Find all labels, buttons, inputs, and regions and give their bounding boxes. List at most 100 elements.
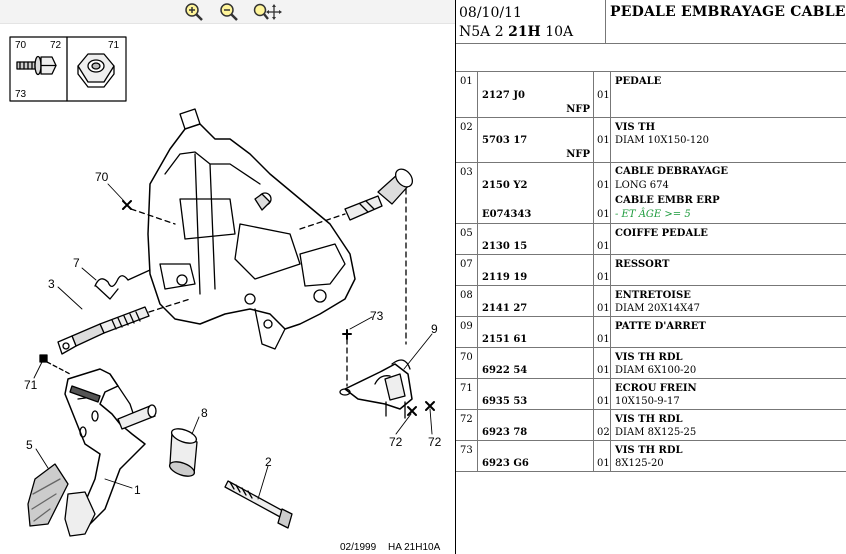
cable-rod-3 <box>57 298 191 355</box>
zoom-out-icon[interactable] <box>218 2 240 22</box>
row-reference[interactable]: 2119 19 <box>482 272 528 283</box>
table-row[interactable]: 09 2151 61 01 PATTE D'ARRET <box>456 317 846 348</box>
header-date: 08/10/11 <box>459 5 522 21</box>
leader-lines <box>33 183 433 500</box>
callout-9: 9 <box>431 322 438 336</box>
row-quantity: 01 <box>597 396 610 407</box>
parts-header: 08/10/11 N5A 2 21H 10A PEDALE EMBRAYAGE … <box>456 0 846 44</box>
table-row[interactable]: 08 2141 27 01 ENTRETOISE DIAM 20X14X47 <box>456 286 846 317</box>
exploded-diagram: 70 7 3 71 5 8 2 1 73 9 72 72 70 72 73 71… <box>9 36 442 553</box>
inset-label-70: 70 <box>15 40 27 51</box>
footer-code: HA 21H10A <box>388 542 441 553</box>
row-name: COIFFE PEDALE <box>615 228 708 239</box>
row-reference[interactable]: 6923 78 <box>482 427 528 438</box>
parts-panel: 08/10/11 N5A 2 21H 10A PEDALE EMBRAYAGE … <box>456 0 846 554</box>
row-position: 70 <box>456 348 478 378</box>
row-reference[interactable]: 6935 53 <box>482 396 528 407</box>
row-quantity: 01 <box>597 241 610 252</box>
callout-1: 1 <box>134 483 141 497</box>
callout-2: 2 <box>265 455 272 469</box>
row-position: 73 <box>456 441 478 471</box>
header-spacer <box>456 44 846 72</box>
row-spec: LONG 674 <box>615 180 669 191</box>
row-spec: DIAM 10X150-120 <box>615 135 710 146</box>
row-name: ECROU FREIN <box>615 383 697 394</box>
table-row[interactable]: 73 6923 G6 01 VIS TH RDL 8X125-20 <box>456 441 846 472</box>
row-quantity: 01 <box>597 135 610 146</box>
row-reference[interactable]: 2151 61 <box>482 334 528 345</box>
row-spec: DIAM 20X14X47 <box>615 303 701 314</box>
row-reference-alt[interactable]: E074343 <box>482 209 532 220</box>
callout-3: 3 <box>48 277 55 291</box>
row-position: 08 <box>456 286 478 316</box>
pedal-lever-1 <box>27 368 157 537</box>
row-quantity: 01 <box>597 90 610 101</box>
row-position: 07 <box>456 255 478 285</box>
screw-markers <box>39 200 435 416</box>
row-quantity: 01 <box>597 365 610 376</box>
zoom-in-icon[interactable] <box>183 2 205 22</box>
row-position: 05 <box>456 224 478 254</box>
callout-71: 71 <box>24 378 38 392</box>
row-reference[interactable]: 2127 J0 <box>482 90 526 101</box>
callout-5: 5 <box>26 438 33 452</box>
row-spec: 8X125-20 <box>615 458 664 469</box>
row-spec: 10X150-9-17 <box>615 396 680 407</box>
row-reference[interactable]: 2150 Y2 <box>482 180 528 191</box>
row-reference[interactable]: 6922 54 <box>482 365 528 376</box>
table-row[interactable]: 07 2119 19 01 RESSORT <box>456 255 846 286</box>
row-note-alt: - ET ÂGE >= 5 <box>615 209 691 220</box>
row-name: ENTRETOISE <box>615 290 691 301</box>
inset-label-72: 72 <box>50 40 62 51</box>
row-reference[interactable]: 2130 15 <box>482 241 528 252</box>
table-row[interactable]: 72 6923 78 02 VIS TH RDL DIAM 8X125-25 <box>456 410 846 441</box>
row-spec: DIAM 6X100-20 <box>615 365 697 376</box>
zoom-pan-icon[interactable] <box>252 2 282 22</box>
row-position: 01 <box>456 72 478 117</box>
row-name: VIS TH RDL <box>615 414 683 425</box>
table-row[interactable]: 02 5703 17 NFP 01 VIS TH DIAM 10X150-120 <box>456 118 846 163</box>
callout-70: 70 <box>95 170 109 184</box>
row-name-alt: CABLE EMBR ERP <box>615 195 720 206</box>
row-reference[interactable]: 5703 17 <box>482 135 528 146</box>
row-position: 03 <box>456 163 478 223</box>
inset-label-73: 73 <box>15 89 27 100</box>
row-quantity: 01 <box>597 303 610 314</box>
row-name: VIS TH <box>615 122 656 133</box>
row-name: RESSORT <box>615 259 670 270</box>
callout-72a: 72 <box>389 435 403 449</box>
header-info: 08/10/11 N5A 2 21H 10A <box>456 0 606 44</box>
nut-icon <box>77 53 115 88</box>
diagram-panel: 70 7 3 71 5 8 2 1 73 9 72 72 70 72 73 71… <box>0 0 455 554</box>
table-row[interactable]: 70 6922 54 01 VIS TH RDL DIAM 6X100-20 <box>456 348 846 379</box>
table-row[interactable]: 03 2150 Y2 E074343 01 01 CABLE DEBRAYAGE… <box>456 163 846 224</box>
spring-7 <box>94 269 151 300</box>
row-position: 72 <box>456 410 478 440</box>
callout-7: 7 <box>73 256 80 270</box>
row-name: CABLE DEBRAYAGE <box>615 166 729 177</box>
row-position: 09 <box>456 317 478 347</box>
bolt-2 <box>224 480 293 529</box>
diagram-toolbar <box>0 0 455 24</box>
row-name: VIS TH RDL <box>615 352 683 363</box>
row-quantity-alt: 01 <box>597 209 610 220</box>
row-name: PATTE D'ARRET <box>615 321 706 332</box>
row-quantity: 01 <box>597 458 610 469</box>
row-reference[interactable]: 2141 27 <box>482 303 528 314</box>
callout-8: 8 <box>201 406 208 420</box>
row-spec: DIAM 8X125-25 <box>615 427 697 438</box>
stop-bracket-9 <box>339 359 413 419</box>
row-position: 02 <box>456 118 478 162</box>
row-nfp: NFP <box>566 149 590 160</box>
row-name: VIS TH RDL <box>615 445 683 456</box>
inset-label-71: 71 <box>108 40 120 51</box>
table-row[interactable]: 05 2130 15 01 COIFFE PEDALE <box>456 224 846 255</box>
callout-72b: 72 <box>428 435 442 449</box>
bolt-icon <box>16 55 57 76</box>
pedal-bracket <box>147 108 356 350</box>
hardware-inset <box>9 36 127 102</box>
table-row[interactable]: 71 6935 53 01 ECROU FREIN 10X150-9-17 <box>456 379 846 410</box>
row-reference[interactable]: 6923 G6 <box>482 458 529 469</box>
row-quantity: 01 <box>597 334 610 345</box>
table-row[interactable]: 01 2127 J0 NFP 01 PEDALE <box>456 72 846 118</box>
